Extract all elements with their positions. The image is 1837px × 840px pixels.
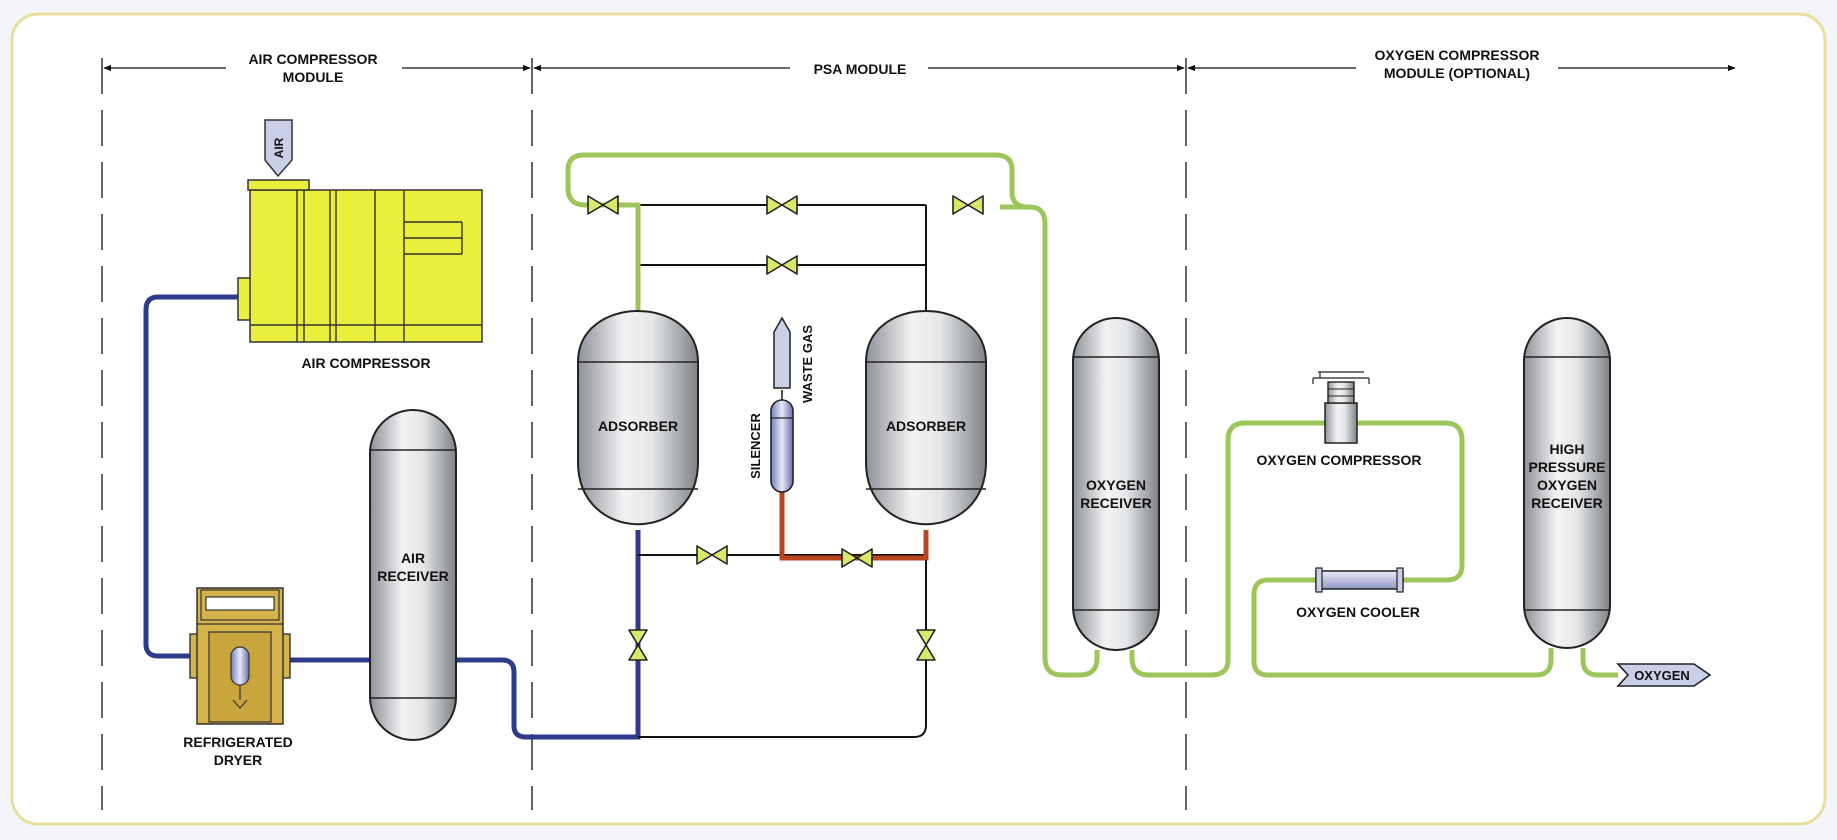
adsorber-right[interactable] (865, 310, 987, 526)
valve-right-inlet[interactable] (916, 629, 936, 661)
valve-equalization[interactable] (766, 255, 798, 275)
adsorber-left-label: ADSORBER (598, 418, 678, 434)
waste-gas-outlet-arrow-icon (773, 316, 791, 389)
adsorber-right-label: ADSORBER (886, 418, 966, 434)
air-receiver[interactable] (369, 409, 457, 741)
oxygen-cooler[interactable] (1315, 567, 1404, 593)
air-compressor[interactable] (237, 179, 483, 343)
oxygen-outlet-arrow-icon (1616, 663, 1712, 687)
refrigerated-dryer-label-2: DRYER (214, 752, 263, 768)
valve-waste-gas[interactable] (841, 548, 873, 568)
oxygen-compressor-module-title-1: OXYGEN COMPRESSOR (1375, 47, 1540, 63)
air-line-compressor-to-dryer (143, 294, 238, 659)
oxygen-outlet-label: OXYGEN (1634, 668, 1690, 683)
valves (587, 195, 984, 661)
valve-bottom-cross[interactable] (696, 545, 728, 565)
waste-gas-label: WASTE GAS (800, 325, 815, 403)
valve-top-center[interactable] (766, 195, 798, 215)
hp-oxygen-receiver-label-3: OXYGEN (1537, 477, 1597, 493)
air-inlet-arrow-icon: AIR (264, 119, 293, 178)
valve-left-inlet[interactable] (628, 629, 648, 661)
oxygen-receiver-label-2: RECEIVER (1080, 495, 1152, 511)
oxygen-compressor-module-title-2: MODULE (OPTIONAL) (1384, 65, 1530, 81)
refrigerated-dryer-label-1: REFRIGERATED (183, 734, 292, 750)
air-receiver-label-2: RECEIVER (377, 568, 449, 584)
air-compressor-module-title-2: MODULE (283, 69, 344, 85)
air-compressor-module-title-1: AIR COMPRESSOR (248, 51, 377, 67)
hp-oxygen-receiver-label-2: PRESSURE (1528, 459, 1605, 475)
oxygen-compressor[interactable] (1312, 371, 1370, 444)
air-inlet-label: AIR (272, 137, 286, 158)
valve-top-right[interactable] (952, 195, 984, 215)
valve-top-left[interactable] (587, 195, 619, 215)
silencer-label: SILENCER (748, 413, 763, 479)
hp-oxygen-receiver-label-4: RECEIVER (1531, 495, 1603, 511)
oxygen-cooler-label: OXYGEN COOLER (1296, 604, 1420, 620)
high-pressure-oxygen-receiver[interactable] (1523, 317, 1611, 649)
oxygen-lines (565, 152, 1618, 678)
oxygen-receiver[interactable] (1072, 317, 1160, 651)
adsorber-left[interactable] (577, 310, 699, 526)
refrigerated-dryer[interactable] (189, 587, 291, 725)
air-line-receiver-to-psa (456, 530, 641, 740)
oxygen-compressor-label: OXYGEN COMPRESSOR (1257, 452, 1422, 468)
air-receiver-label-1: AIR (401, 550, 425, 566)
hp-oxygen-receiver-label-1: HIGH (1550, 441, 1585, 457)
oxygen-receiver-label-1: OXYGEN (1086, 477, 1146, 493)
silencer[interactable] (770, 390, 794, 493)
psa-module-title: PSA MODULE (814, 61, 907, 77)
air-compressor-label: AIR COMPRESSOR (301, 355, 430, 371)
